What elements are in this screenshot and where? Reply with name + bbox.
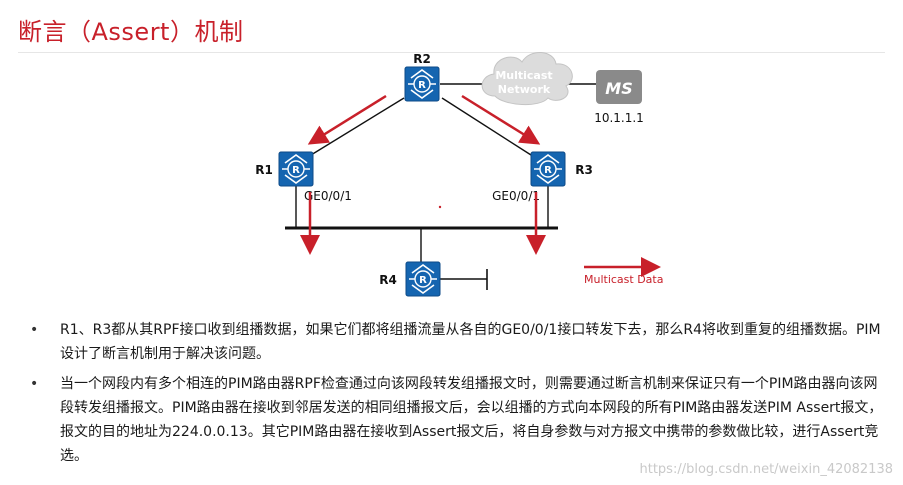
- bullet-marker: •: [30, 376, 39, 392]
- network-topology-diagram: R Multicast Network MS 10.1.1.1 R2 R1 R3…: [255, 52, 663, 297]
- cloud-label-line1: Multicast: [495, 69, 552, 82]
- router-label-r3: R3: [575, 163, 593, 177]
- bullet-item: • 当一个网段内有多个相连的PIM路由器RPF检查通过向该网段转发组播报文时，则…: [26, 372, 891, 468]
- bullet-item: • R1、R3都从其RPF接口收到组播数据，如果它们都将组播流量从各自的GE0/…: [26, 318, 891, 366]
- link-r2-r1: [310, 97, 405, 156]
- title-divider: [18, 52, 885, 53]
- multicast-server-icon: MS: [596, 70, 642, 104]
- multicast-network-cloud: Multicast Network: [481, 52, 573, 105]
- router-icon-r3: [530, 151, 566, 187]
- legend-label: Multicast Data: [584, 273, 663, 286]
- bullet-marker: •: [30, 322, 39, 338]
- server-ip: 10.1.1.1: [594, 111, 644, 125]
- stray-dot: [438, 205, 442, 209]
- page-title: 断言（Assert）机制: [18, 18, 244, 46]
- cloud-label-line2: Network: [498, 83, 551, 96]
- router-label-r4: R4: [379, 273, 397, 287]
- bullet-text: 当一个网段内有多个相连的PIM路由器RPF检查通过向该网段转发组播报文时，则需要…: [60, 376, 883, 464]
- bullet-list: • R1、R3都从其RPF接口收到组播数据，如果它们都将组播流量从各自的GE0/…: [26, 318, 891, 474]
- router-label-r2: R2: [413, 52, 431, 66]
- bullet-text: R1、R3都从其RPF接口收到组播数据，如果它们都将组播流量从各自的GE0/0/…: [60, 322, 881, 362]
- router-icon-r2: [404, 66, 440, 102]
- flow-arrow-r2-to-r1: [307, 94, 387, 145]
- router-icon-r4: [405, 261, 441, 297]
- server-label: MS: [605, 79, 632, 98]
- router-label-r1: R1: [255, 163, 273, 177]
- link-r2-r3: [441, 97, 532, 156]
- flow-arrow-r2-to-r3: [461, 94, 541, 145]
- watermark-text: https://blog.csdn.net/weixin_42082138: [639, 462, 893, 477]
- interface-label-r3: GE0/0/1: [492, 189, 540, 203]
- interface-label-r1: GE0/0/1: [304, 189, 352, 203]
- router-icon-r1: [278, 151, 314, 187]
